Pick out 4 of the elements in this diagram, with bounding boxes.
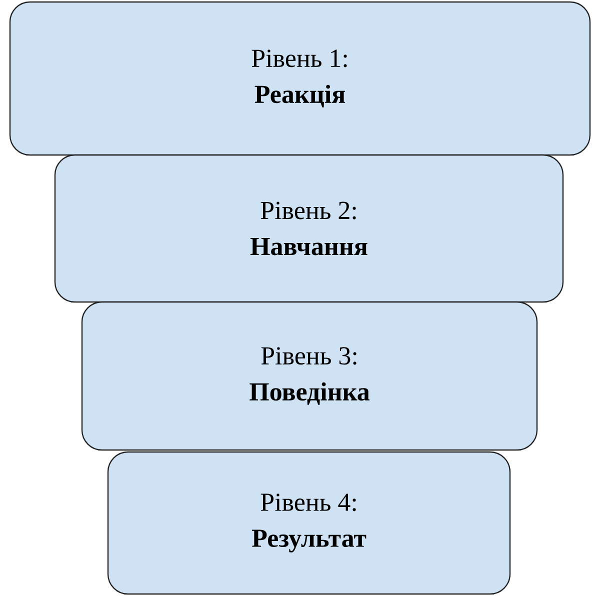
level-box: Рівень 2: Навчання bbox=[54, 154, 564, 303]
level-box: Рівень 4: Результат bbox=[107, 451, 511, 595]
level-box: Рівень 1: Реакція bbox=[9, 1, 591, 156]
level-box: Рівень 3: Поведінка bbox=[81, 301, 538, 451]
